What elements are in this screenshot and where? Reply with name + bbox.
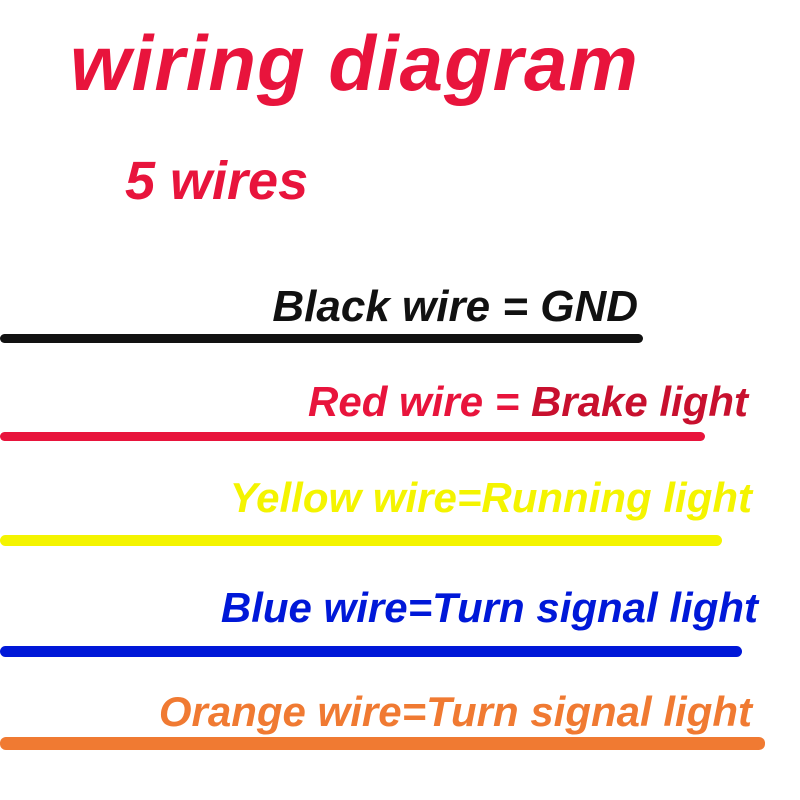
wire-count-subtitle: 5 wires <box>125 151 309 211</box>
red-wire-label-function: Brake light <box>530 378 748 425</box>
red-wire-label: Red wire = Brake light <box>308 378 748 426</box>
orange-wire-line <box>0 737 765 750</box>
diagram-title: wiring diagram <box>70 19 639 107</box>
red-wire-label-prefix: Red wire = <box>308 378 531 425</box>
yellow-wire-line <box>0 535 722 546</box>
blue-wire-line <box>0 646 742 657</box>
blue-wire-label: Blue wire=Turn signal light <box>220 584 758 631</box>
black-wire-line <box>0 334 643 343</box>
red-wire-line <box>0 432 705 441</box>
yellow-wire-label: Yellow wire=Running light <box>229 474 752 521</box>
black-wire-label: Black wire = GND <box>272 282 638 331</box>
orange-wire-label: Orange wire=Turn signal light <box>158 688 752 735</box>
